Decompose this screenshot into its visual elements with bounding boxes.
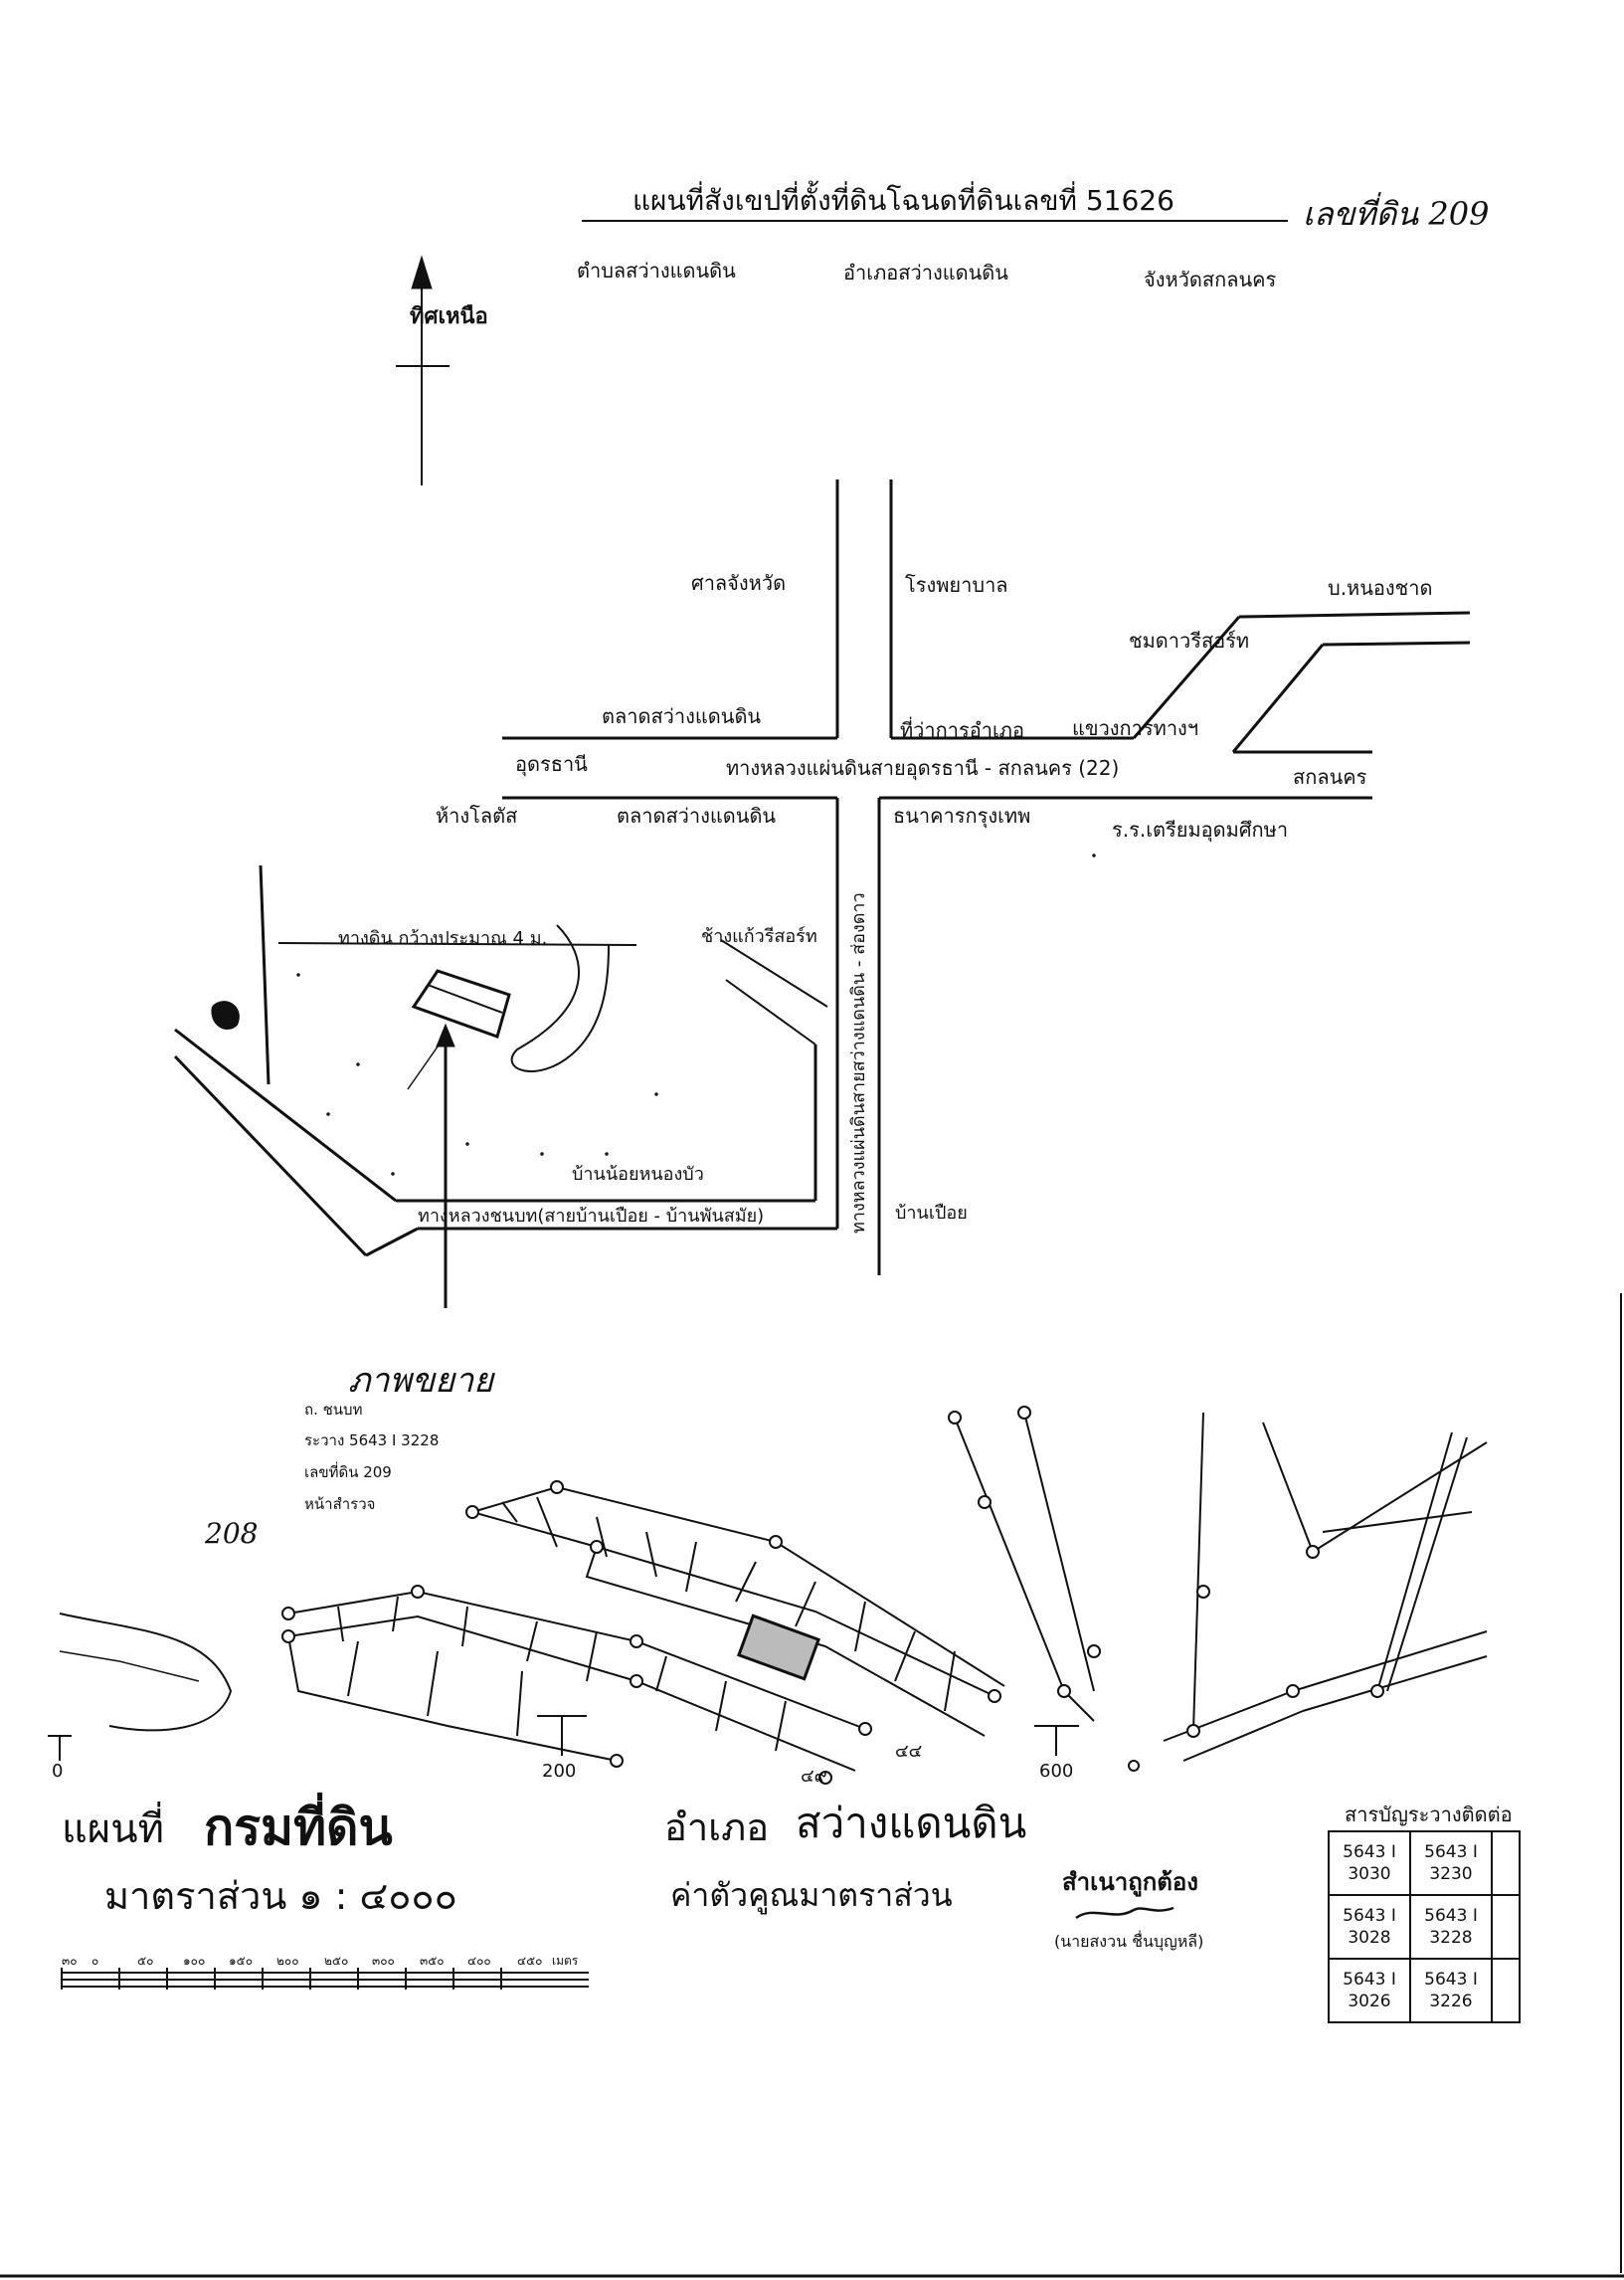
label-dirt-road: ทางดิน กว้างประมาณ 4 ม. bbox=[338, 928, 548, 949]
scale-bar-label: ๒๕๐ bbox=[324, 1954, 349, 1968]
signer-name: (นายสงวน ชื่นบุญหลี) bbox=[1054, 1932, 1204, 1951]
scale-bar-label: ๔๐๐ bbox=[467, 1954, 491, 1968]
scale-factor-label: ค่าตัวคูณมาตราส่วน bbox=[670, 1876, 953, 1914]
label-ban-pueai: บ้านเปือย bbox=[895, 1203, 968, 1224]
label-ban-noi: บ้านน้อยหนองบัว bbox=[572, 1164, 704, 1185]
index-cell-cut bbox=[1491, 1894, 1521, 1960]
agency-name: กรมที่ดิน bbox=[204, 1799, 393, 1856]
province-label: จังหวัดสกลนคร bbox=[1144, 268, 1277, 291]
amphoe-label: อำเภอสว่างแดนดิน bbox=[843, 261, 1008, 285]
index-cell: 5643 I 3028 bbox=[1328, 1894, 1411, 1960]
survey-tick-600: 600 bbox=[1039, 1761, 1074, 1782]
parcel-number-handwritten: เลขที่ดิน 209 bbox=[1303, 195, 1490, 233]
label-school: ร.ร.เตรียมอุดมศึกษา bbox=[1112, 818, 1289, 842]
scale-bar-label: ๓๕๐ bbox=[420, 1954, 445, 1968]
parcel-outline bbox=[411, 969, 511, 1039]
scale-bar-label: ๑๐๐ bbox=[183, 1954, 206, 1968]
label-highway-office: แขวงการทางฯ bbox=[1072, 716, 1199, 740]
label-resort2: ช้างแก้วรีสอร์ท bbox=[701, 926, 817, 947]
index-cell-cut bbox=[1491, 1830, 1521, 1896]
index-row: 5643 I 3030 5643 I 3230 bbox=[1328, 1830, 1521, 1896]
survey-note-3: เลขที่ดิน 209 bbox=[304, 1463, 392, 1481]
scale-bar-label: ๕๐ bbox=[137, 1954, 154, 1968]
parcel-label-1: ๔๔ bbox=[895, 1741, 923, 1762]
index-row: 5643 I 3026 5643 I 3226 bbox=[1328, 1958, 1521, 2023]
sheet-index-table: 5643 I 3030 5643 I 3230 5643 I 3028 5643… bbox=[1328, 1830, 1521, 2023]
agency-prefix: แผนที่ bbox=[62, 1806, 164, 1852]
scale-bar-label: ๔๕๐ bbox=[517, 1954, 543, 1968]
label-songdao-road: ทางหลวงแผ่นดินสายสว่างแดนดิน - ส่องดาว bbox=[848, 892, 869, 1234]
index-cell: 5643 I 3230 bbox=[1409, 1830, 1493, 1896]
survey-parcels bbox=[287, 1485, 1005, 1772]
parcel-label-2: ๔๙ bbox=[801, 1766, 827, 1787]
scale-bar-label: ๑๕๐ bbox=[229, 1954, 254, 1968]
label-market-north: ตลาดสว่างแดนดิน bbox=[602, 704, 762, 728]
scale-bar bbox=[61, 1968, 589, 1990]
label-rural-road: ทางหลวงชนบท(สายบ้านเปือย - บ้านพันสมัย) bbox=[418, 1206, 765, 1227]
enlarged-view-note: ภาพขยาย bbox=[348, 1361, 494, 1401]
map-title: แผนที่สังเขปที่ตั้งที่ดินโฉนดที่ดินเลขที… bbox=[632, 184, 1174, 217]
survey-note-4: หน้าสำรวจ bbox=[304, 1495, 376, 1513]
survey-note-1: ถ. ชนบท bbox=[304, 1401, 363, 1419]
label-hospital: โรงพยาบาล bbox=[905, 573, 1008, 597]
scale-bar-label: ๓๐๐ bbox=[372, 1954, 395, 1968]
amphoe-prefix: อำเภอ bbox=[664, 1805, 770, 1849]
survey-tick-200: 200 bbox=[542, 1761, 577, 1782]
label-bank: ธนาคารกรุงเทพ bbox=[893, 804, 1031, 828]
certified-copy: สำเนาถูกต้อง bbox=[1062, 1868, 1198, 1896]
label-highway22: ทางหลวงแผ่นดินสายอุดรธานี - สกลนคร (22) bbox=[726, 756, 1120, 780]
scale-text: มาตราส่วน ๑ : ๔๐๐๐ bbox=[104, 1874, 457, 1918]
tambon-label: ตำบลสว่างแดนดิน bbox=[577, 259, 736, 283]
north-label: ทิศเหนือ bbox=[410, 304, 488, 329]
handwritten-208: 208 bbox=[205, 1517, 259, 1550]
index-row: 5643 I 3028 5643 I 3228 bbox=[1328, 1894, 1521, 1960]
label-market-south: ตลาดสว่างแดนดิน bbox=[617, 804, 777, 828]
label-lotus: ห้างโลตัส bbox=[436, 804, 518, 828]
amphoe-name: สว่างแดนดิน bbox=[796, 1799, 1027, 1847]
label-resort: ชมดาวรีสอร์ท bbox=[1129, 629, 1250, 653]
scale-bar-label: เมตร bbox=[552, 1954, 579, 1968]
index-cell-cut bbox=[1491, 1958, 1521, 2023]
scale-bar-label: ๒๐๐ bbox=[276, 1954, 299, 1968]
index-cell: 5643 I 3226 bbox=[1409, 1958, 1493, 2023]
scale-bar-label: ๓๐ bbox=[62, 1954, 78, 1968]
label-sakon: สกลนคร bbox=[1293, 765, 1367, 789]
index-cell: 5643 I 3030 bbox=[1328, 1830, 1411, 1896]
survey-note-2: ระวาง 5643 I 3228 bbox=[304, 1431, 440, 1449]
scale-bar-label: ๐ bbox=[91, 1954, 99, 1968]
index-title: สารบัญระวางติดต่อ bbox=[1345, 1803, 1513, 1826]
index-cell: 5643 I 3026 bbox=[1328, 1958, 1411, 2023]
survey-tick-0: 0 bbox=[52, 1761, 64, 1782]
label-nong-chat: บ.หนองชาด bbox=[1328, 576, 1433, 600]
label-district-office: ที่ว่าการอำเภอ bbox=[900, 718, 1024, 742]
label-court: ศาลจังหวัด bbox=[691, 571, 787, 595]
north-arrow-icon bbox=[396, 255, 450, 485]
label-udon: อุดรธานี bbox=[515, 752, 588, 776]
index-cell: 5643 I 3228 bbox=[1409, 1894, 1493, 1960]
